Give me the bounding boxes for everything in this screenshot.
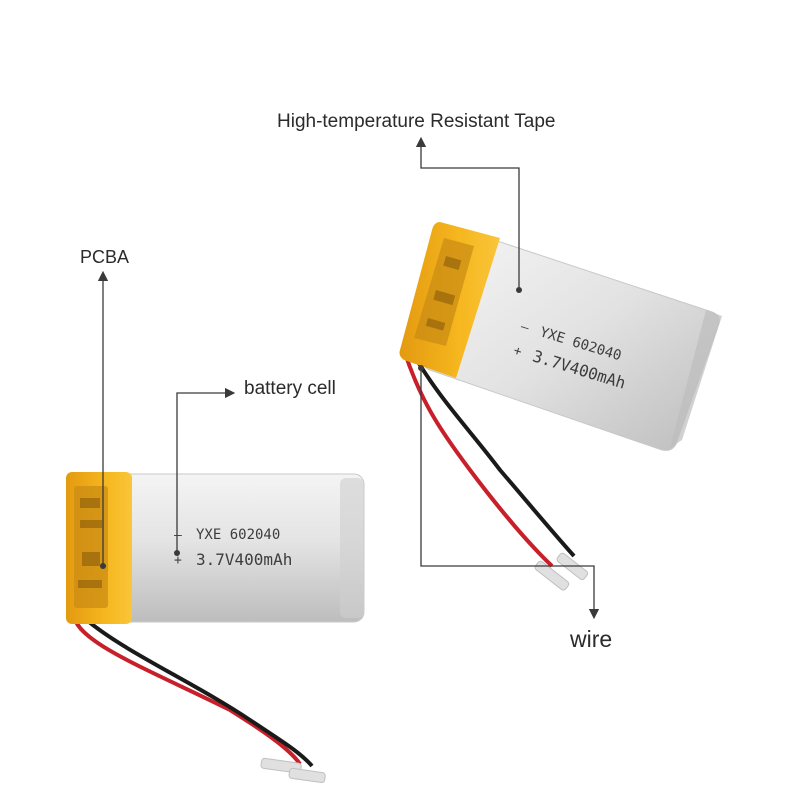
left-model-text: YXE 602040	[196, 527, 280, 543]
left-battery: – YXE 602040 + 3.7V400mAh	[66, 472, 365, 784]
cell-callout	[176, 387, 236, 553]
right-black-wire	[410, 350, 576, 558]
left-black-wire	[80, 614, 314, 768]
battery-cell-label: battery cell	[244, 378, 336, 399]
right-red-wire	[402, 349, 554, 568]
right-wire-tip-red	[534, 560, 570, 591]
pcba-label: PCBA	[80, 247, 130, 267]
tape-callout	[415, 136, 520, 290]
wire-callout	[420, 368, 600, 620]
left-spec-text: 3.7V400mAh	[196, 550, 292, 569]
left-plus-sign: +	[174, 553, 182, 568]
left-cell-edge	[340, 478, 364, 618]
left-pcba	[74, 486, 108, 608]
right-cell-side	[670, 310, 722, 448]
right-battery: – YXE 602040 + 3.7V400mAh	[399, 222, 722, 591]
callout-lines	[97, 136, 600, 620]
left-cell-body	[107, 473, 365, 623]
tape-label: High-temperature Resistant Tape	[277, 111, 556, 132]
left-minus-sign: –	[174, 528, 182, 543]
left-wire-tip-black	[288, 767, 326, 784]
left-red-wire	[71, 611, 302, 766]
wire-label: wire	[570, 626, 613, 652]
